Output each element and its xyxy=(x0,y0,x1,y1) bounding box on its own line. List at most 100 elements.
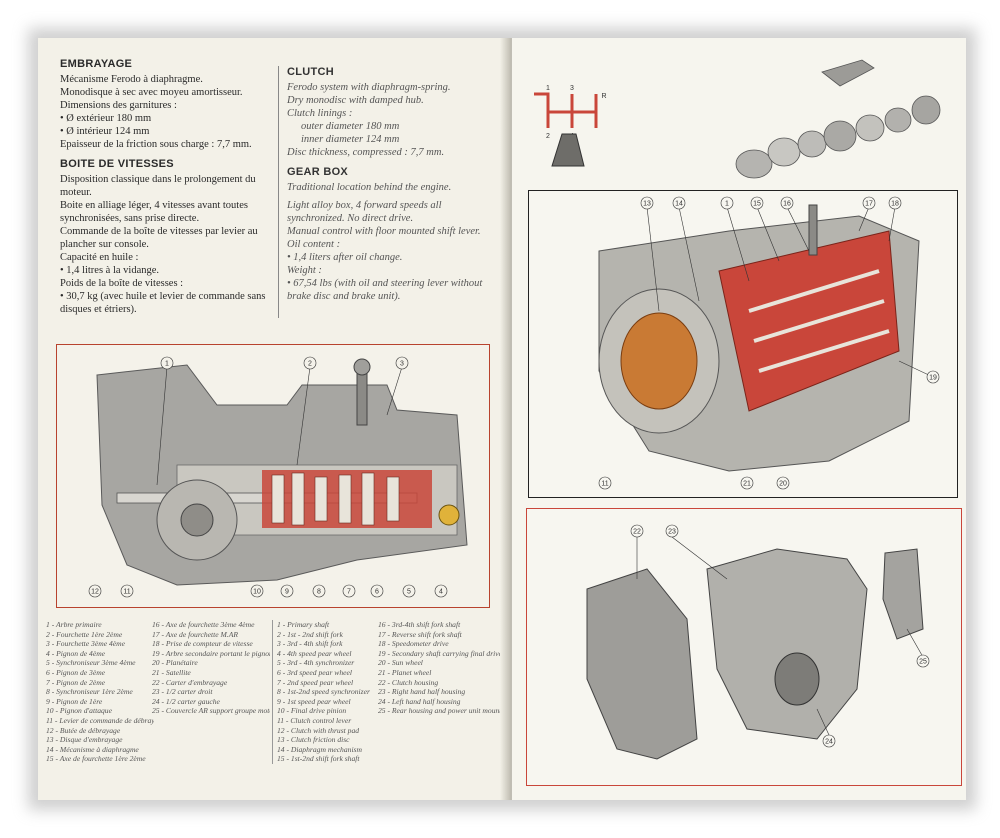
housings-exploded-figure: 22 23 25 24 xyxy=(526,508,962,786)
legend-item: 1 - Primary shaft xyxy=(277,620,330,629)
boite-line: Capacité en huile : xyxy=(60,252,139,263)
legend-english-2: 16 - 3rd-4th shift fork shaft 17 - Rever… xyxy=(378,620,504,716)
legend-item: 24 - Left hand half housing xyxy=(378,696,461,706)
legend-item: 16 - 3rd-4th shift fork shaft xyxy=(378,620,461,629)
embrayage-line: Dimensions des garnitures : xyxy=(60,100,177,111)
embrayage-line: • Ø intérieur 124 mm xyxy=(60,126,150,137)
callout-label: 18 xyxy=(891,201,899,208)
boite-line: Disposition classique dans le prolongeme… xyxy=(60,174,256,198)
legend-item: 7 - 2nd speed pear wheel xyxy=(277,677,354,687)
gearbox-line: Traditional location behind the engine. xyxy=(287,182,452,193)
clutch-line: inner diameter 124 mm xyxy=(301,134,400,145)
callout-label: 17 xyxy=(865,201,873,208)
gearbox-colour-cutaway-illustration: 13 14 1 15 16 17 18 19 20 21 11 xyxy=(598,196,940,490)
legend-item: 21 - Planet wheel xyxy=(378,667,432,677)
callout-label: 3 xyxy=(400,361,404,368)
shift-label: 2 xyxy=(546,133,550,140)
legend-item: 8 - Synchroniseur 1ère 2ème xyxy=(46,687,133,697)
legend-item: 19 - Secondary shaft carrying final driv… xyxy=(378,648,504,658)
boite-line: Poids de la boîte de vitesses : xyxy=(60,278,184,289)
shift-label: 1 xyxy=(546,85,550,92)
gearbox-heading: GEAR BOX xyxy=(287,166,349,178)
legend-item: 10 - Pignon d'attaque xyxy=(46,706,112,716)
callout-label: 1 xyxy=(165,361,169,368)
french-column: EMBRAYAGE Mécanisme Ferodo à diaphragme.… xyxy=(60,58,280,316)
legend-item: 6 - 3rd speed pear wheel xyxy=(277,667,353,677)
callout-label: 11 xyxy=(123,589,130,596)
callout-label: 6 xyxy=(375,589,379,596)
column-divider xyxy=(278,66,279,318)
gearbox-line: Weight : xyxy=(287,265,322,276)
legend-item: 15 - 1st-2nd shift fork shaft xyxy=(277,754,360,764)
callout-label: 1 xyxy=(725,201,729,208)
shift-label: R xyxy=(601,93,606,100)
callout-label: 13 xyxy=(643,201,651,208)
legend-item: 12 - Butée de débrayage xyxy=(46,725,121,735)
english-column: CLUTCH Ferodo system with diaphragm-spri… xyxy=(287,66,497,303)
gearbox-cutaway-illustration: 1 2 3 12 11 10 9 8 7 6 5 4 xyxy=(88,356,468,598)
legend-item: 20 - Planétaire xyxy=(152,658,198,668)
legend-item: 22 - Carter d'embrayage xyxy=(152,677,228,687)
callout-label: 7 xyxy=(347,589,351,596)
legend-item: 14 - Diaphragm mechanism xyxy=(277,744,362,754)
callout-label: 9 xyxy=(285,589,289,596)
legend-item: 4 - 4th speed pear wheel xyxy=(277,648,352,658)
legend-item: 17 - Reverse shift fork shaft xyxy=(378,629,462,639)
callout-label: 10 xyxy=(253,589,261,596)
brochure-spread: EMBRAYAGE Mécanisme Ferodo à diaphragme.… xyxy=(38,38,966,800)
clutch-line: Ferodo system with diaphragm-spring. xyxy=(287,82,451,93)
legend-item: 23 - 1/2 carter droit xyxy=(152,687,213,697)
boite-heading: BOITE DE VITESSES xyxy=(60,158,174,170)
left-page: EMBRAYAGE Mécanisme Ferodo à diaphragme.… xyxy=(38,38,508,800)
clutch-heading: CLUTCH xyxy=(287,66,335,78)
legend-item: 2 - Fourchette 1ère 2ème xyxy=(46,629,123,639)
clutch-line: outer diameter 180 mm xyxy=(301,121,400,132)
embrayage-line: • Ø extérieur 180 mm xyxy=(60,113,152,124)
clutch-line: Disc thickness, compressed : 7,7 mm. xyxy=(287,147,445,158)
legend-item: 17 - Axe de fourchette M.AR xyxy=(152,629,239,639)
gearbox-line: Manual control with floor mounted shift … xyxy=(287,226,481,237)
callout-label: 16 xyxy=(783,201,791,208)
legend-item: 11 - Clutch control lever xyxy=(277,715,352,725)
legend-item: 23 - Right hand half housing xyxy=(378,687,466,697)
callout-label: 25 xyxy=(919,659,927,666)
legend-item: 13 - Disque d'embrayage xyxy=(46,735,123,745)
shift-label: 3 xyxy=(570,85,574,92)
embrayage-line: Monodisque à sec avec moyeu amortisseur. xyxy=(60,87,243,98)
legend-item: 19 - Arbre secondaire portant le pignon … xyxy=(152,648,270,658)
legend-item: 24 - 1/2 carter gauche xyxy=(152,696,220,706)
callout-label: 5 xyxy=(407,589,411,596)
callout-label: 4 xyxy=(439,589,443,596)
callout-label: 11 xyxy=(601,481,608,488)
legend-french-2: 16 - Axe de fourchette 3ème 4ème 17 - Ax… xyxy=(152,620,270,716)
callout-label: 2 xyxy=(308,361,312,368)
callout-label: 23 xyxy=(668,529,676,536)
callout-label: 21 xyxy=(743,481,751,488)
legend-item: 18 - Prise de compteur de vitesse xyxy=(152,639,253,649)
legend-item: 21 - Satellite xyxy=(152,667,191,677)
legend-item: 13 - Clutch friction disc xyxy=(277,735,350,745)
embrayage-line: Epaisseur de la friction sous charge : 7… xyxy=(60,139,252,150)
legend-item: 3 - 3rd - 4th shift fork xyxy=(277,639,343,649)
legend-item: 6 - Pignon de 3ème xyxy=(46,667,106,677)
legend-item: 9 - 1st speed pear wheel xyxy=(277,696,351,706)
gearbox-line: Light alloy box, 4 forward speeds all sy… xyxy=(287,200,442,224)
legend-item: 9 - Pignon de 1ère xyxy=(46,696,103,706)
boite-line: Boite en alliage léger, 4 vitesses avant… xyxy=(60,200,248,224)
gear-diagram-strip: 1 2 3 4 R xyxy=(534,59,941,179)
gearbox-line: • 67,54 lbs (with oil and steering lever… xyxy=(287,278,483,302)
shift-pattern-icon: 1 2 3 4 R xyxy=(534,85,607,167)
boite-line: Commande de la boîte de vitesses par lev… xyxy=(60,226,258,250)
legend-item: 16 - Axe de fourchette 3ème 4ème xyxy=(152,620,255,629)
callout-label: 8 xyxy=(317,589,321,596)
housings-exploded-illustration: 22 23 25 24 xyxy=(586,524,930,760)
callout-label: 19 xyxy=(929,375,937,382)
legend-french-1: 1 - Arbre primaire 2 - Fourchette 1ère 2… xyxy=(46,620,154,764)
right-page: 1 2 3 4 R xyxy=(512,38,966,800)
clutch-line: Dry monodisc with damped hub. xyxy=(287,95,424,106)
embrayage-heading: EMBRAYAGE xyxy=(60,58,133,70)
legend-item: 11 - Levier de commande de débrayage xyxy=(46,715,154,725)
gearbox-line: • 1,4 liters after oil change. xyxy=(287,252,403,263)
legend-english-1: 1 - Primary shaft 2 - 1st - 2nd shift fo… xyxy=(272,620,381,764)
callout-label: 20 xyxy=(779,481,787,488)
